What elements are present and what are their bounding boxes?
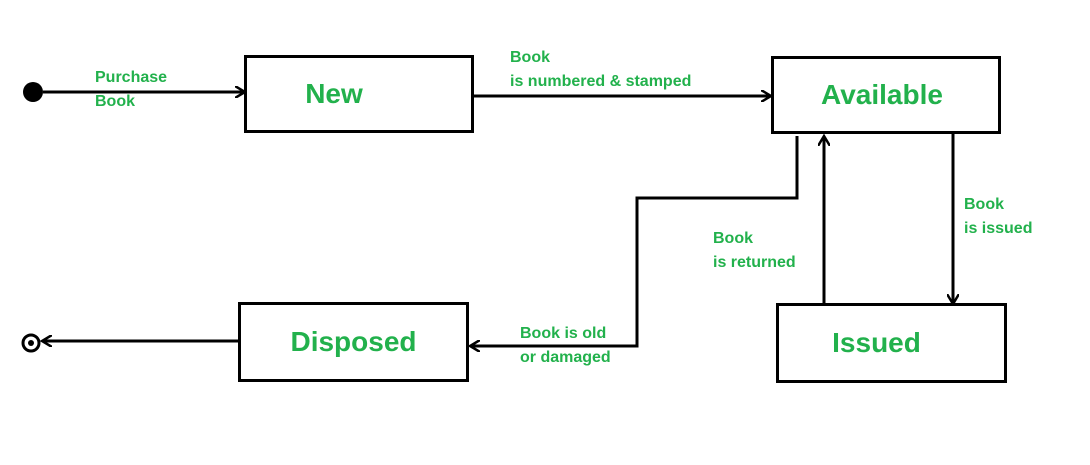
- state-issued-label: Issued: [832, 327, 921, 358]
- initial-node: [23, 82, 43, 102]
- label-issued: Book is issued: [964, 196, 1033, 237]
- state-new-label: New: [305, 78, 363, 109]
- label-returned: Book is returned: [713, 230, 796, 271]
- state-disposed-label: Disposed: [290, 326, 417, 357]
- state-new: New: [244, 55, 474, 133]
- label-old-damaged: Book is old or damaged: [520, 325, 611, 366]
- label-purchase-book: Purchase Book: [95, 69, 168, 110]
- state-issued: Issued: [776, 303, 1007, 383]
- state-available-label: Available: [821, 79, 943, 110]
- final-node: [21, 333, 41, 353]
- state-available: Available: [771, 56, 1001, 134]
- edge-old-damaged: [470, 136, 799, 346]
- label-numbered-stamped: Book is numbered & stamped: [510, 49, 692, 90]
- state-disposed: Disposed: [238, 302, 469, 382]
